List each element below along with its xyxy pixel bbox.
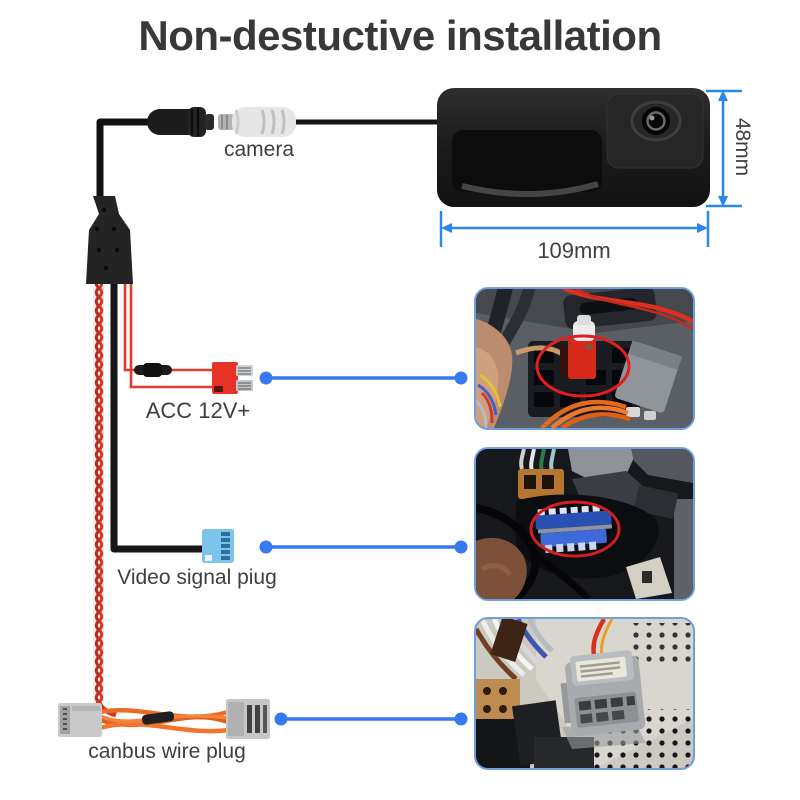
page-title: Non-destuctive installation <box>138 12 662 59</box>
width-dimension-label: 109mm <box>537 238 611 263</box>
acc-fuse-tap-connector <box>212 362 253 394</box>
camera-connector-male <box>147 107 214 137</box>
handle-recess <box>452 130 602 192</box>
camera-label: camera <box>223 138 295 161</box>
camera-cable <box>96 118 438 206</box>
annotation-ellipse <box>535 334 631 398</box>
relay <box>615 340 682 413</box>
annotation-ellipse <box>529 500 621 558</box>
blue-video-socket <box>535 505 613 554</box>
connector-line-canbus <box>274 712 468 726</box>
connector-line-video <box>259 540 468 554</box>
canbus-harness <box>58 699 270 739</box>
headunit-scene <box>476 619 693 768</box>
dimension-width-109mm <box>439 211 710 247</box>
inline-fuse-holder <box>134 363 172 377</box>
video-cable <box>110 284 203 553</box>
quadlock-connector <box>560 650 646 736</box>
fuse-box-scene <box>476 289 693 428</box>
camera-connector-female <box>218 107 296 137</box>
dash-connector-scene <box>476 449 693 599</box>
dimension-height-48mm <box>706 89 742 208</box>
harness-tape-wrap <box>141 711 175 725</box>
canbus-plug-install-photo <box>474 617 695 770</box>
y-splitter-junction <box>86 196 133 284</box>
video-plug-label: Video signal piug <box>117 566 277 589</box>
acc-label: ACC 12V+ <box>145 398 251 423</box>
canbus-left-connector <box>58 703 102 737</box>
acc-power-wires <box>123 284 213 389</box>
camera-handle-unit <box>437 88 710 207</box>
black-cable <box>476 503 540 599</box>
tan-connector-block <box>476 679 520 725</box>
camera-lens <box>630 100 682 142</box>
canbus-right-connector <box>226 699 270 739</box>
acc-fuse-install-photo <box>474 287 695 430</box>
video-signal-plug <box>202 529 234 563</box>
video-plug-install-photo <box>474 447 695 601</box>
twisted-canbus-cable <box>93 284 104 708</box>
canbus-label: canbus wire plug <box>88 740 246 763</box>
tan-connector <box>518 469 564 499</box>
connector-line-acc <box>259 371 468 385</box>
height-dimension-label: 48mm <box>731 117 754 177</box>
